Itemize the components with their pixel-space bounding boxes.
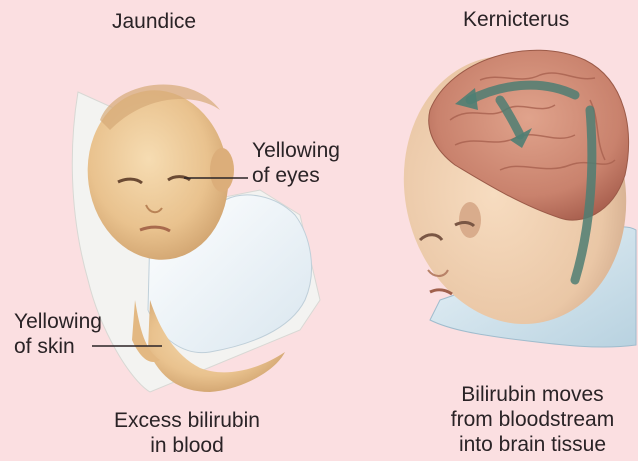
kernicterus-caption: Bilirubin moves from bloodstream into br… xyxy=(430,382,635,457)
jaundice-caption-line-1: Excess bilirubin xyxy=(92,408,282,433)
kernicterus-caption-line-2: from bloodstream xyxy=(430,407,635,432)
jaundice-caption-line-2: in blood xyxy=(92,433,282,458)
skin-label: Yellowing of skin xyxy=(14,309,102,359)
kernicterus-caption-line-3: into brain tissue xyxy=(430,432,635,457)
skin-label-line-1: Yellowing xyxy=(14,309,102,334)
kernicterus-caption-line-1: Bilirubin moves xyxy=(430,382,635,407)
eyes-label-line-1: Yellowing xyxy=(252,138,340,163)
kernicterus-title: Kernicterus xyxy=(463,8,569,32)
jaundice-title: Jaundice xyxy=(112,10,196,34)
eyes-label-line-2: of eyes xyxy=(252,163,340,188)
eyes-label: Yellowing of eyes xyxy=(252,138,340,188)
kernicterus-baby xyxy=(379,35,638,347)
jaundice-caption: Excess bilirubin in blood xyxy=(92,408,282,458)
skin-label-line-2: of skin xyxy=(14,334,102,359)
